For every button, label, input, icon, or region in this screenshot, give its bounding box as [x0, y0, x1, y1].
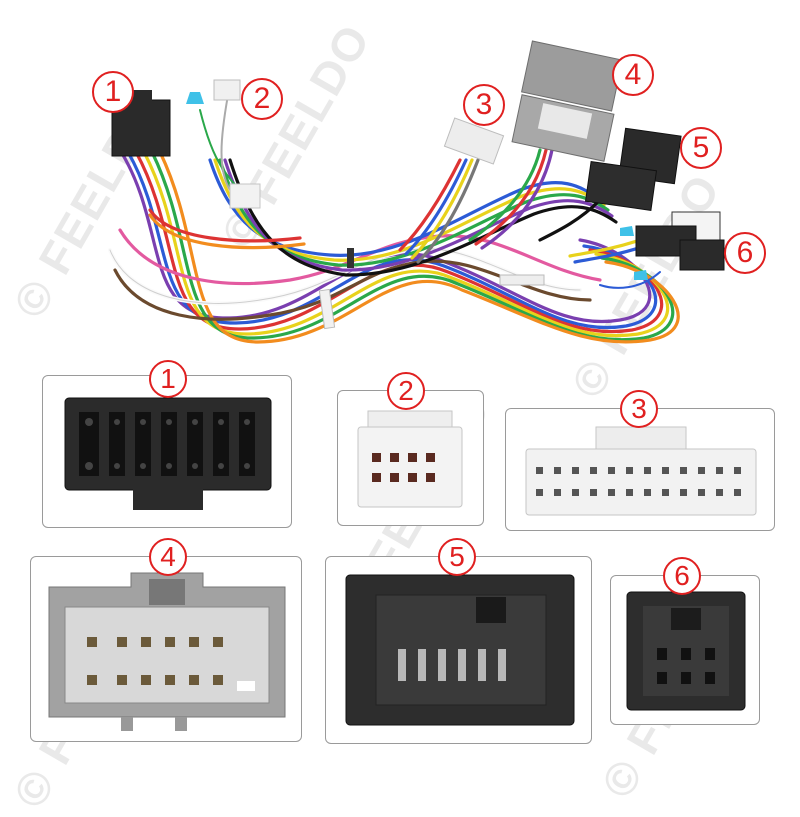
harness-connector-5 — [584, 127, 682, 211]
harness-label-1: 1 — [92, 71, 134, 113]
panel-label-6: 6 — [663, 557, 701, 595]
product-photo: © FEELDO © FEELDO © FEELDO © FEELDO © FE… — [3, 15, 775, 817]
harness-label-5: 5 — [680, 127, 722, 169]
connector-6-image — [626, 591, 746, 711]
harness-connector-4 — [511, 40, 623, 162]
harness-connector-6 — [620, 211, 725, 280]
connector-detail-panel-3 — [505, 408, 775, 531]
wire-harness-image — [108, 40, 725, 344]
connector-detail-panel-4 — [30, 556, 302, 742]
panel-label-3: 3 — [620, 390, 658, 428]
harness-label-2: 2 — [241, 78, 283, 120]
connector-4-image — [48, 572, 286, 731]
harness-connector-2 — [186, 79, 261, 209]
harness-connector-3 — [443, 117, 505, 165]
panel-label-5: 5 — [438, 538, 476, 576]
harness-label-6: 6 — [724, 232, 766, 274]
connector-detail-panel-5 — [325, 556, 592, 744]
panel-label-2: 2 — [387, 372, 425, 410]
connector-5-image — [345, 574, 575, 726]
panel-label-1: 1 — [149, 360, 187, 398]
connector-detail-panel-2 — [337, 390, 484, 526]
harness-label-3: 3 — [463, 84, 505, 126]
connector-detail-panel-6 — [610, 575, 760, 725]
connector-1-image — [64, 397, 272, 510]
connector-3-image — [525, 426, 757, 516]
panel-label-4: 4 — [149, 538, 187, 576]
harness-label-4: 4 — [612, 54, 654, 96]
connector-2-image — [357, 410, 463, 508]
